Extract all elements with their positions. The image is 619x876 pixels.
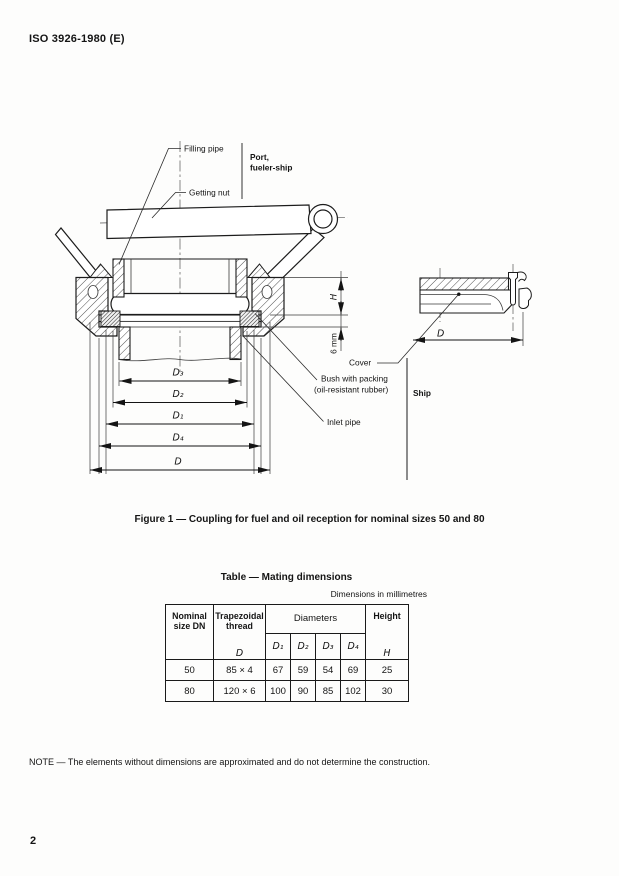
- inlet-pipe-wall-left: [118, 326, 131, 361]
- cover-inner-line-1: [420, 294, 504, 311]
- cell-dn: 80: [165, 680, 214, 702]
- standard-reference: ISO 3926-1980 (E): [29, 33, 125, 45]
- height-dimensions: H 6 mm: [259, 271, 348, 354]
- header-d1: D₁: [265, 633, 291, 660]
- header-trapezoidal-thread: Trapezoidal thread D: [213, 604, 266, 660]
- header-d2: D₂: [290, 633, 316, 660]
- cell-d1: 67: [265, 659, 291, 681]
- cell-d3: 85: [315, 680, 341, 702]
- cell-d1: 100: [265, 680, 291, 702]
- table-header-row-2: D₁ D₂ D₃ D₄: [166, 633, 409, 660]
- ship-flange-lip: [100, 321, 260, 328]
- header-d3: D₃: [315, 633, 341, 660]
- height-symbol-label: H: [330, 293, 340, 300]
- inlet-pipe-leader: [242, 335, 324, 422]
- port-label-line1: Port,: [250, 152, 269, 162]
- cell-h: 25: [365, 659, 409, 681]
- cell-h: 30: [365, 680, 409, 702]
- cam-slot-right: [261, 285, 273, 299]
- thread-line1: Trapezoidal: [215, 611, 264, 621]
- filling-pipe-label: Filling pipe: [184, 144, 224, 154]
- inlet-pipe-label: Inlet pipe: [327, 417, 361, 427]
- handle-ring-inner: [313, 209, 333, 229]
- extension-lines: [89, 322, 271, 474]
- cover-leader-dot: [457, 292, 461, 296]
- coupling-levers: [54, 203, 339, 297]
- page-number: 2: [30, 835, 37, 847]
- nut-wall-right: [235, 258, 248, 298]
- flange-left: [75, 276, 118, 337]
- setting-nut-leader: [151, 192, 186, 219]
- cell-thread: 120 × 6: [213, 680, 266, 702]
- filling-pipe-leader: [118, 148, 181, 265]
- cover-top-strip: [419, 277, 510, 291]
- cover-label: Cover: [349, 358, 371, 368]
- cell-dn: 50: [165, 659, 214, 681]
- height-label: Height: [373, 611, 401, 621]
- detail-diameter-label: D: [437, 329, 444, 340]
- table-row-dn50: 50 85 × 4 67 59 54 69 25: [165, 659, 409, 681]
- cell-d3: 54: [315, 659, 341, 681]
- table-header-row-1: Nominal size DN Trapezoidal thread D Dia…: [165, 604, 409, 660]
- lever-boss-right: [246, 263, 272, 278]
- nominal-line2: size DN: [173, 621, 206, 632]
- header-height: Height H: [365, 604, 409, 660]
- bush-label-line2: (oil-resistant rubber): [314, 385, 388, 395]
- cover-body: [419, 289, 514, 314]
- bush-label-line1: Bush with packing: [321, 374, 388, 384]
- packing-bush-left: [100, 310, 121, 327]
- height-symbol: H: [383, 648, 391, 659]
- nominal-line1: Nominal: [172, 611, 207, 621]
- ship-label: Ship: [413, 388, 431, 398]
- cover-leader: [377, 294, 459, 364]
- cell-d2: 90: [290, 680, 316, 702]
- dim-label-d3: D₃: [172, 368, 183, 379]
- diameter-dimensions: D₃ D₂ D₁ D₄ D: [89, 322, 271, 474]
- dim-label-d4: D₄: [172, 433, 183, 444]
- handle-bar: [106, 204, 312, 240]
- pipe-break-line: [118, 357, 242, 362]
- note-text: NOTE — The elements without dimensions a…: [29, 757, 431, 767]
- table-title: Table — Mating dimensions: [220, 572, 353, 583]
- cover-detail-view: D: [413, 271, 532, 346]
- thread-symbol: D: [235, 648, 244, 659]
- securing-lug: [518, 287, 532, 309]
- seal-dome: [110, 292, 250, 316]
- callout-labels: Filling pipe Getting nut Port, fueler-sh…: [184, 144, 431, 428]
- region-separators: [241, 143, 408, 480]
- header-diameters: Diameters: [265, 604, 366, 634]
- inlet-pipe-wall-right: [229, 326, 242, 361]
- thread-line2: thread: [226, 621, 253, 632]
- setting-nut-label: Getting nut: [189, 188, 230, 198]
- nut-wall-left: [112, 258, 125, 298]
- gap-label: 6 mm: [329, 333, 339, 354]
- centerlines: [99, 141, 514, 372]
- leader-lines: [118, 148, 459, 422]
- port-label-line2: fueler-ship: [250, 163, 292, 173]
- units-note: Dimensions in millimetres: [330, 589, 427, 599]
- table-row-dn80: 80 120 × 6 100 90 85 102 30: [165, 680, 409, 702]
- cell-d4: 69: [340, 659, 366, 681]
- bush-leader: [254, 313, 318, 381]
- securing-pin: [508, 272, 518, 306]
- pin-head-curl: [517, 271, 527, 282]
- coupling-figure: H 6 mm D₃ D₂ D₁ D₄ D: [54, 141, 532, 480]
- coupling-body: [75, 258, 285, 362]
- dim-label-d2: D₂: [172, 389, 183, 400]
- dimension-lines: [90, 378, 270, 473]
- cell-d4: 102: [340, 680, 366, 702]
- cell-d2: 59: [290, 659, 316, 681]
- figure-caption: Figure 1 — Coupling for fuel and oil rec…: [134, 514, 485, 525]
- dim-label-d: D: [174, 457, 181, 468]
- dim-label-d1: D₁: [172, 411, 183, 422]
- cell-thread: 85 × 4: [213, 659, 266, 681]
- mating-dimensions-table: Nominal size DN Trapezoidal thread D Dia…: [165, 604, 409, 702]
- header-nominal-size: Nominal size DN: [165, 604, 214, 660]
- cam-slot-left: [87, 285, 99, 299]
- header-d4: D₄: [340, 633, 366, 660]
- packing-bush-right: [239, 310, 260, 327]
